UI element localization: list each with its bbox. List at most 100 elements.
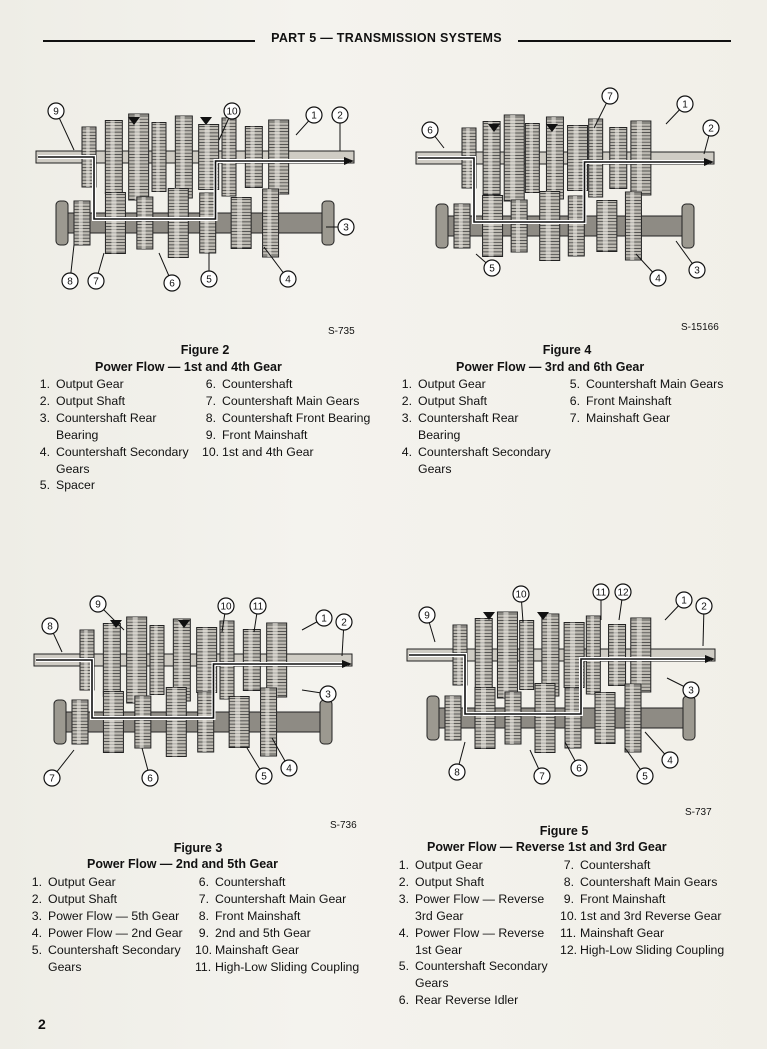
mainshaft-gear xyxy=(545,116,564,200)
countershaft xyxy=(57,711,329,733)
callout-4: 4 xyxy=(263,246,297,288)
callout-5: 5 xyxy=(624,747,654,785)
callout-1: 1 xyxy=(295,106,323,136)
legend-item-number: 6. xyxy=(205,377,216,391)
figure-4-subtitle: Power Flow — 3rd and 6th Gear xyxy=(456,360,645,374)
legend-item-number: 9. xyxy=(563,891,574,906)
power-flow-arrow xyxy=(488,124,500,132)
legend-item-number: 1. xyxy=(31,875,42,889)
countershaft-gear xyxy=(197,691,215,753)
svg-text:4: 4 xyxy=(285,275,291,286)
legend-item: 4.Power Flow — 2nd Gear xyxy=(28,925,193,942)
power-flow-arrow xyxy=(200,117,212,125)
mainshaft-gear xyxy=(630,617,652,693)
svg-text:10: 10 xyxy=(220,602,232,613)
svg-text:4: 4 xyxy=(667,756,673,767)
countershaft-gear xyxy=(594,692,616,744)
legend-item-text: Output Gear xyxy=(56,377,124,391)
countershaft-gear xyxy=(73,200,91,246)
countershaft-gear xyxy=(260,687,278,757)
legend-item-text: Power Flow — Reverse 3rd Gear xyxy=(415,891,545,923)
svg-text:2: 2 xyxy=(701,602,707,613)
legend-item-number: 8. xyxy=(563,874,574,889)
legend-item: 9.2nd and 5th Gear xyxy=(195,925,365,942)
legend-item-number: 4. xyxy=(39,444,50,459)
legend-item-text: Output Shaft xyxy=(415,874,485,889)
svg-text:3: 3 xyxy=(688,686,694,697)
svg-text:4: 4 xyxy=(286,764,292,775)
legend-item-text: Output Shaft xyxy=(48,891,118,906)
svg-text:1: 1 xyxy=(681,596,687,607)
callout-7: 7 xyxy=(43,749,75,787)
legend-item-text: 1st and 4th Gear xyxy=(222,444,314,459)
mainshaft-gear xyxy=(174,115,193,199)
callout-8: 8 xyxy=(448,741,466,781)
front-bearing xyxy=(435,203,449,249)
rear-bearing xyxy=(319,699,333,745)
legend-item: 8.Front Mainshaft xyxy=(195,908,365,925)
legend-item: 2.Output Shaft xyxy=(398,393,563,410)
countershaft-gear xyxy=(539,191,561,261)
legend-item: 4.Countershaft Secondary Gears xyxy=(36,444,196,478)
legend-item-text: Countershaft Main Gears xyxy=(586,377,724,391)
figure-4-title: Figure 4 xyxy=(542,343,592,357)
svg-text:8: 8 xyxy=(47,622,53,633)
figure-2-code: S-735 xyxy=(328,326,355,337)
svg-text:11: 11 xyxy=(596,588,607,599)
legend-item: 7.Countershaft Main Gears xyxy=(202,393,372,410)
callout-4: 4 xyxy=(635,253,667,287)
callout-6: 6 xyxy=(421,121,445,149)
legend-item-number: 6. xyxy=(569,393,580,408)
power-flow-arrowhead xyxy=(705,655,715,663)
mainshaft-gear xyxy=(524,123,540,193)
legend-item-number: 7. xyxy=(198,891,209,906)
legend-item: 3.Power Flow — 5th Gear xyxy=(28,908,193,925)
mainshaft-gear xyxy=(266,622,288,698)
legend-item-text: Power Flow — 2nd Gear xyxy=(48,925,183,940)
legend-item: 5.Spacer xyxy=(36,477,196,494)
countershaft-gear xyxy=(444,695,462,741)
power-flow-path xyxy=(409,654,711,715)
callout-10: 10 xyxy=(217,597,235,633)
legend-item: 6.Rear Reverse Idler xyxy=(395,992,560,1009)
callout-8: 8 xyxy=(61,244,79,290)
countershaft-gear xyxy=(167,188,189,258)
callout-11: 11 xyxy=(592,583,610,620)
legend-item-number: 5. xyxy=(31,942,42,957)
svg-text:7: 7 xyxy=(607,92,613,103)
mainshaft-gear xyxy=(609,127,628,189)
legend-item-text: Mainshaft Gear xyxy=(586,410,671,425)
countershaft-gear xyxy=(482,195,504,257)
legend-item-text: 1st and 3rd Reverse Gear xyxy=(580,908,722,923)
legend-item: 7.Mainshaft Gear xyxy=(566,410,731,427)
power-flow-path xyxy=(38,156,350,220)
svg-text:2: 2 xyxy=(337,111,343,122)
svg-text:9: 9 xyxy=(53,107,59,118)
legend-item-number: 11. xyxy=(195,959,212,974)
svg-text:6: 6 xyxy=(147,774,153,785)
legend-item-text: High-Low Sliding Coupling xyxy=(580,942,725,957)
legend-item: 10.1st and 4th Gear xyxy=(202,444,372,461)
callout-12: 12 xyxy=(614,583,632,621)
callout-3: 3 xyxy=(301,685,337,703)
countershaft xyxy=(59,212,331,234)
legend-item-number: 4. xyxy=(401,444,412,459)
legend-item-number: 3. xyxy=(401,410,412,425)
callout-9: 9 xyxy=(89,595,125,631)
rear-bearing xyxy=(321,200,335,246)
power-flow-arrow xyxy=(537,612,549,620)
legend-item: 12.High-Low Sliding Coupling xyxy=(560,942,740,959)
callout-2: 2 xyxy=(702,119,720,155)
mainshaft-gear xyxy=(172,618,191,702)
figure-5-code: S-737 xyxy=(685,807,712,818)
legend-item-number: 12. xyxy=(560,942,578,957)
legend-item-text: Countershaft Secondary Gears xyxy=(48,942,181,974)
legend-item-number: 3. xyxy=(398,891,409,906)
legend-item-number: 7. xyxy=(563,858,574,872)
legend-item-number: 5. xyxy=(398,959,409,974)
figure-2-subtitle: Power Flow — 1st and 4th Gear xyxy=(95,360,282,374)
rear-bearing xyxy=(681,203,695,249)
svg-text:2: 2 xyxy=(708,124,714,135)
countershaft-gear xyxy=(596,200,618,252)
